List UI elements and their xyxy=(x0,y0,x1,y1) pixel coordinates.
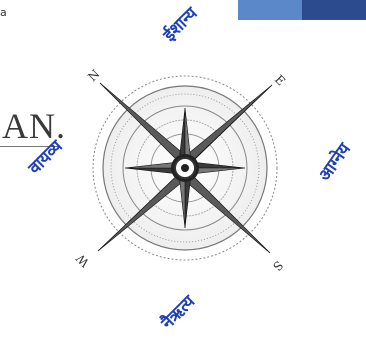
compass-letter-s: S xyxy=(270,258,286,274)
header-bar-dark xyxy=(302,0,366,20)
header-bar-light xyxy=(238,0,302,20)
compass-rose-icon: N E S W xyxy=(60,40,310,290)
direction-label-ishanya: ईशान्य xyxy=(158,2,202,46)
cropped-text-fragment: a xyxy=(0,6,7,19)
compass-letter-w: W xyxy=(73,251,92,270)
direction-label-nairitya: नैऋत्य xyxy=(156,290,200,334)
compass-letter-e: E xyxy=(272,72,288,88)
direction-label-agneya: आग्नेय xyxy=(312,138,355,185)
compass-letter-n: N xyxy=(85,67,102,84)
